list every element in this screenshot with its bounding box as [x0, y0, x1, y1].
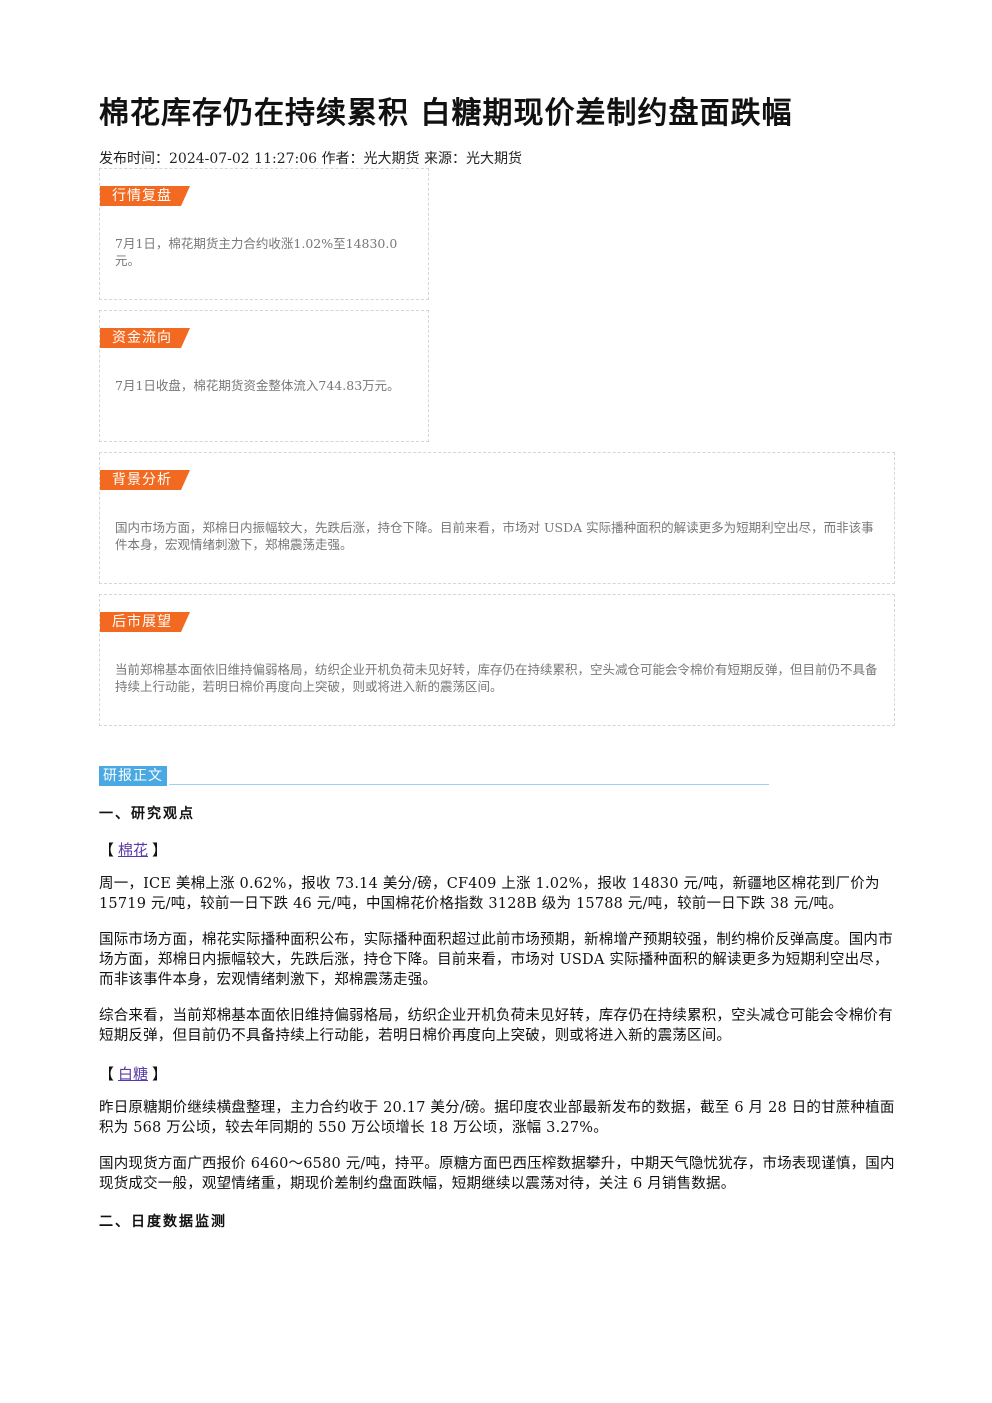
card-text: 当前郑棉基本面依旧维持偏弱格局，纺织企业开机负荷未见好转，库存仍在持续累积，空头… [115, 662, 878, 694]
article-title: 棉花库存仍在持续累积 白糖期现价差制约盘面跌幅 [99, 96, 793, 131]
sugar-paragraph-2: 国内现货方面广西报价 6460～6580 元/吨，持平。原糖方面巴西压榨数据攀升… [99, 1156, 895, 1192]
report-tag: 研报正文 [99, 766, 167, 786]
section-heading-views: 一、研究观点 [99, 806, 195, 822]
bracket-close: 】 [152, 1065, 168, 1083]
card-tag: 背景分析 [100, 470, 190, 490]
sugar-paragraph-1: 昨日原糖期价继续横盘整理，主力合约收于 20.17 美分/磅。据印度农业部最新发… [99, 1100, 895, 1136]
bracket-close: 】 [152, 841, 168, 859]
cotton-heading: 【棉花】 [99, 839, 167, 860]
bracket-open: 【 [99, 841, 115, 859]
card-tag: 后市展望 [100, 612, 190, 632]
cotton-paragraph-3: 综合来看，当前郑棉基本面依旧维持偏弱格局，纺织企业开机负荷未见好转，库存仍在持续… [99, 1008, 893, 1044]
sugar-heading: 【白糖】 [99, 1063, 167, 1084]
card-tag: 资金流向 [100, 328, 190, 348]
card-market-review: 行情复盘 7月1日，棉花期货主力合约收涨1.02%至14830.0元。 [99, 168, 429, 300]
bracket-open: 【 [99, 1065, 115, 1083]
report-divider [169, 784, 769, 785]
card-fund-flow: 资金流向 7月1日收盘，棉花期货资金整体流入744.83万元。 [99, 310, 429, 442]
card-background-analysis: 背景分析 国内市场方面，郑棉日内振幅较大，先跌后涨，持仓下降。目前来看，市场对 … [99, 452, 895, 584]
article-meta: 发布时间：2024-07-02 11:27:06 作者：光大期货 来源：光大期货 [99, 151, 522, 167]
cotton-link[interactable]: 棉花 [118, 841, 149, 859]
card-text: 国内市场方面，郑棉日内振幅较大，先跌后涨，持仓下降。目前来看，市场对 USDA … [115, 520, 874, 552]
card-text: 7月1日，棉花期货主力合约收涨1.02%至14830.0元。 [115, 236, 398, 268]
card-tag: 行情复盘 [100, 186, 190, 206]
card-text: 7月1日收盘，棉花期货资金整体流入744.83万元。 [115, 378, 400, 393]
cotton-paragraph-2: 国际市场方面，棉花实际播种面积公布，实际播种面积超过此前市场预期，新棉增产预期较… [99, 932, 893, 988]
card-outlook: 后市展望 当前郑棉基本面依旧维持偏弱格局，纺织企业开机负荷未见好转，库存仍在持续… [99, 594, 895, 726]
section-heading-daily-data: 二、日度数据监测 [99, 1214, 227, 1230]
sugar-link[interactable]: 白糖 [118, 1065, 149, 1083]
cotton-paragraph-1: 周一，ICE 美棉上涨 0.62%，报收 73.14 美分/磅，CF409 上涨… [99, 876, 880, 912]
